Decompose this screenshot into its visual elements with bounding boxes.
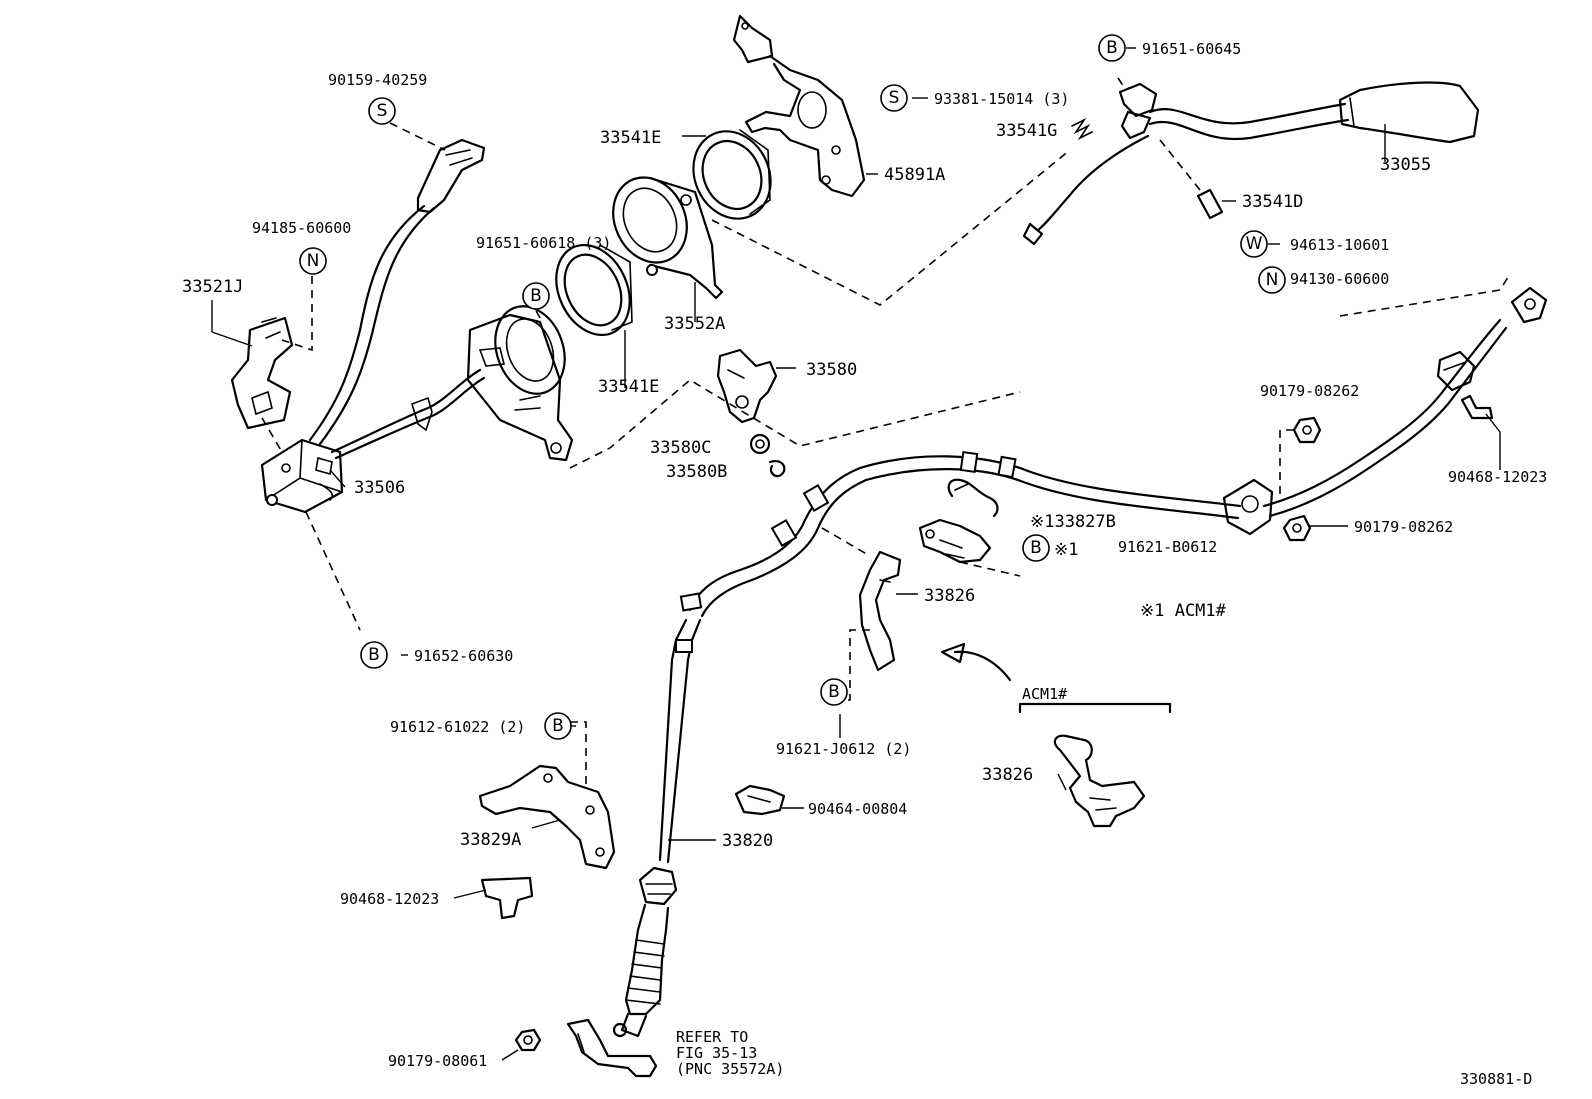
symbol-b-91652: B [360,641,388,669]
lever-33826-mid [858,550,902,672]
label-33829A: 33829A [460,830,521,850]
symbol-b-91651-60645: B [1098,34,1126,62]
label-90179-08061: 90179-08061 [388,1052,487,1070]
label-33541D: 33541D [1242,192,1303,212]
label-33826-acm: 33826 [982,765,1033,785]
svg-text:B: B [530,286,542,306]
bracket-assembly-center [918,518,992,564]
symbol-b-91621-J0612: B [820,678,848,706]
svg-text:N: N [1266,270,1279,290]
label-45891A: 45891A [884,165,945,185]
spring-33541G [1071,117,1093,141]
label-90468-12023-right: 90468-12023 [1448,468,1547,486]
svg-text:B: B [828,682,840,702]
cable-33820 [612,450,1242,1038]
svg-text:B: B [1030,538,1042,558]
pin-33541D [1196,188,1224,220]
label-refer-fig: FIG 35-13 [676,1044,757,1062]
label-mark-1: ※1 [1054,540,1078,560]
note-acm1: ※1 ACM1# [1140,601,1227,621]
seal-33541E-upper [692,129,772,220]
label-90468-12023-lower: 90468-12023 [340,890,439,908]
label-91651-60618: 91651-60618 (3) [476,234,611,252]
symbol-s-90159: S [368,97,396,125]
lever-33826-acm [1053,734,1146,828]
nut-90179-08262-lower [1282,514,1312,542]
solenoid-assembly [466,305,574,462]
bracket-33521J [230,316,294,430]
bracket-45891A [732,14,866,198]
diagram-id: 330881-D [1460,1070,1532,1088]
svg-text:S: S [377,101,388,121]
symbol-b-91651-60618: B [522,282,550,310]
cable-end-right [1222,286,1548,536]
clip-33580B [768,460,786,478]
symbol-n-94130: N [1258,266,1286,294]
svg-text:N: N [307,251,320,271]
label-refer-to: REFER TO [676,1028,748,1046]
label-91621-J0612: 91621-J0612 (2) [776,740,911,758]
label-33055: 33055 [1380,155,1431,175]
svg-text:B: B [368,645,380,665]
symbol-s-93381: S [880,84,908,112]
label-91612-61022: 91612-61022 (2) [390,718,525,736]
symbol-b-91612: B [544,712,572,740]
label-33827B: ※133827B [1030,512,1116,532]
switch-box-33506 [260,438,344,514]
connector-90159 [416,138,486,214]
label-94185-60600: 94185-60600 [252,219,351,237]
label-33541E-bottom: 33541E [598,377,659,397]
svg-text:B: B [552,716,564,736]
label-94130-60600: 94130-60600 [1290,270,1389,288]
spring-33827B [947,478,999,518]
label-33580B: 33580B [666,462,727,482]
clip-90468-12023-lower [480,876,534,920]
label-90179-08262-lower: 90179-08262 [1354,518,1453,536]
label-33826-mid: 33826 [924,586,975,606]
label-90159-40259: 90159-40259 [328,71,427,89]
symbol-n-94185: N [299,247,327,275]
label-33580C: 33580C [650,438,711,458]
label-33521J: 33521J [182,277,243,297]
seal-33541E-lower [555,243,633,337]
label-33552A: 33552A [664,314,725,334]
leader-lines [211,47,1501,1061]
label-33506: 33506 [354,478,405,498]
label-91651-60645: 91651-60645 [1142,40,1241,58]
nut-90179-08262-upper [1292,416,1322,444]
label-90179-08262-upper: 90179-08262 [1260,382,1359,400]
svg-text:W: W [1246,234,1263,254]
label-91621-B0612: 91621-B0612 [1118,538,1217,556]
label-33541G: 33541G [996,121,1057,141]
nut-90179-08061 [514,1028,542,1052]
collar-33580C [749,433,771,455]
label-94613-10601: 94613-10601 [1290,236,1389,254]
label-acm1-header: ACM1# [1022,685,1067,703]
clip-90464-00804 [734,784,786,816]
label-93381-15014: 93381-15014 (3) [934,90,1069,108]
symbol-b-91621-B0612: B [1022,534,1050,562]
label-33820: 33820 [722,831,773,851]
symbol-w-94613: W [1240,230,1268,258]
svg-text:B: B [1106,38,1118,58]
svg-text:S: S [889,88,900,108]
bracket-bottom [566,1018,658,1078]
shift-lever-33055 [1022,81,1480,246]
lever-33580 [716,348,778,424]
bracket-33829A [478,764,616,870]
label-33580: 33580 [806,360,857,380]
label-33541E-top: 33541E [600,128,661,148]
label-90464-00804: 90464-00804 [808,800,907,818]
clip-90468-12023-right [1460,394,1494,420]
sleeve-33552A [612,176,724,300]
label-91652-60630: 91652-60630 [414,647,513,665]
label-refer-pnc: (PNC 35572A) [676,1060,784,1078]
